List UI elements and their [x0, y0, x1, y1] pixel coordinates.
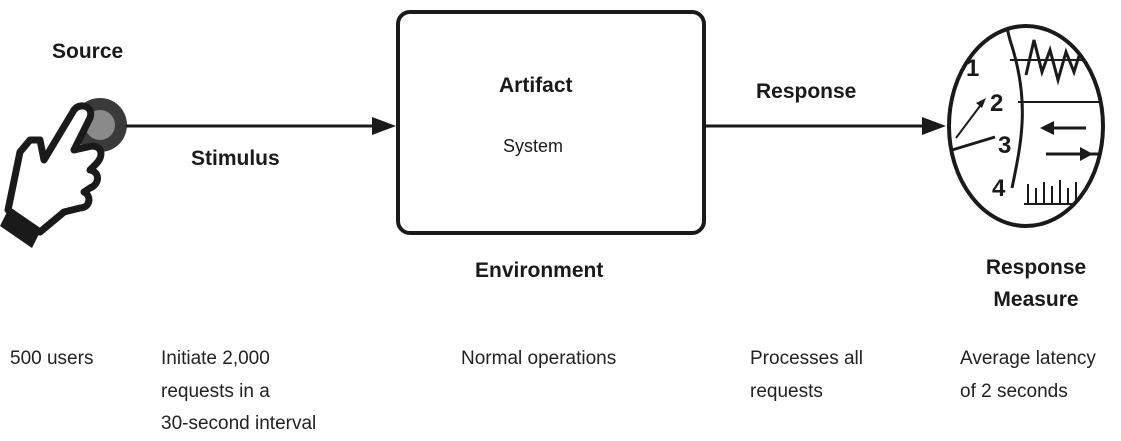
- stimulus-description-line3: 30-second interval: [161, 413, 317, 434]
- response-measure-label-line1: Response: [985, 256, 1087, 279]
- hand-pointer-icon: [0, 98, 127, 248]
- response-description-line2: requests: [750, 381, 823, 402]
- stimulus-description-line1: Initiate 2,000: [161, 348, 270, 369]
- artifact-box: [396, 10, 706, 235]
- gauge-number-1: 1: [966, 55, 979, 82]
- response-label: Response: [756, 80, 857, 103]
- system-label: System: [503, 136, 564, 156]
- gauge-number-2: 2: [990, 90, 1003, 117]
- stimulus-arrow: [126, 117, 396, 135]
- gauge-number-3: 3: [998, 132, 1011, 159]
- stimulus-label: Stimulus: [191, 147, 280, 170]
- gauge-icon: 1 2 3 4: [947, 24, 1105, 228]
- response-arrow: [704, 117, 946, 135]
- environment-description: Normal operations: [461, 348, 617, 369]
- measure-description-line1: Average latency: [960, 348, 1096, 369]
- measure-description-line2: of 2 seconds: [960, 381, 1068, 402]
- artifact-label: Artifact: [499, 74, 573, 97]
- response-measure-label-line2: Measure: [993, 288, 1079, 311]
- source-description: 500 users: [10, 348, 94, 369]
- gauge-number-4: 4: [992, 175, 1006, 202]
- environment-label: Environment: [475, 259, 604, 282]
- source-label: Source: [52, 40, 124, 63]
- stimulus-description-line2: requests in a: [161, 381, 270, 402]
- response-description-line1: Processes all: [750, 348, 863, 369]
